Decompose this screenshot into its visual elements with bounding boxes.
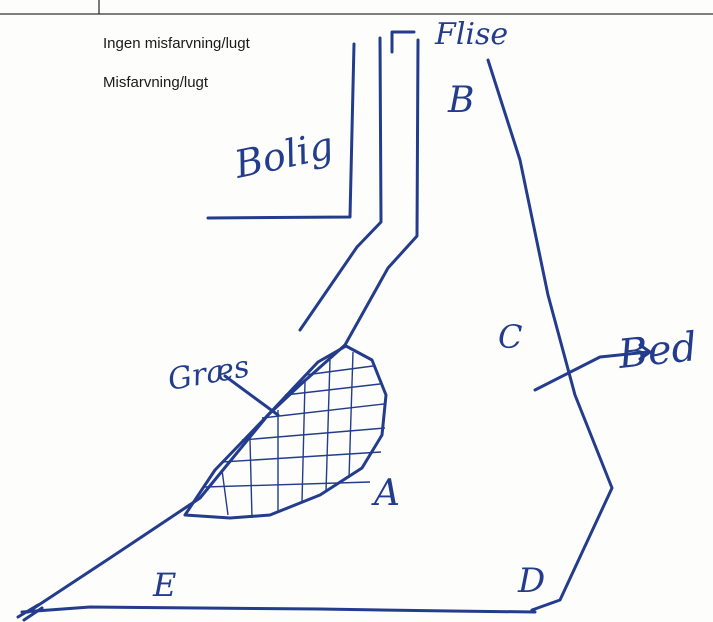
label-b: B xyxy=(447,80,474,121)
table-border-top xyxy=(0,0,713,14)
label-c: C xyxy=(498,318,522,356)
label-bed: Bed xyxy=(615,324,699,378)
label-a: A xyxy=(371,473,400,514)
building-outline xyxy=(208,44,354,218)
path-top-mark xyxy=(392,32,414,52)
label-graes: Græs xyxy=(165,349,252,398)
label-flise: Flise xyxy=(434,17,508,52)
label-d: D xyxy=(517,561,545,601)
path-left-edge xyxy=(300,38,381,330)
label-e: E xyxy=(152,566,176,604)
label-bolig: Bolig xyxy=(230,123,337,187)
bottom-edge xyxy=(22,607,535,612)
